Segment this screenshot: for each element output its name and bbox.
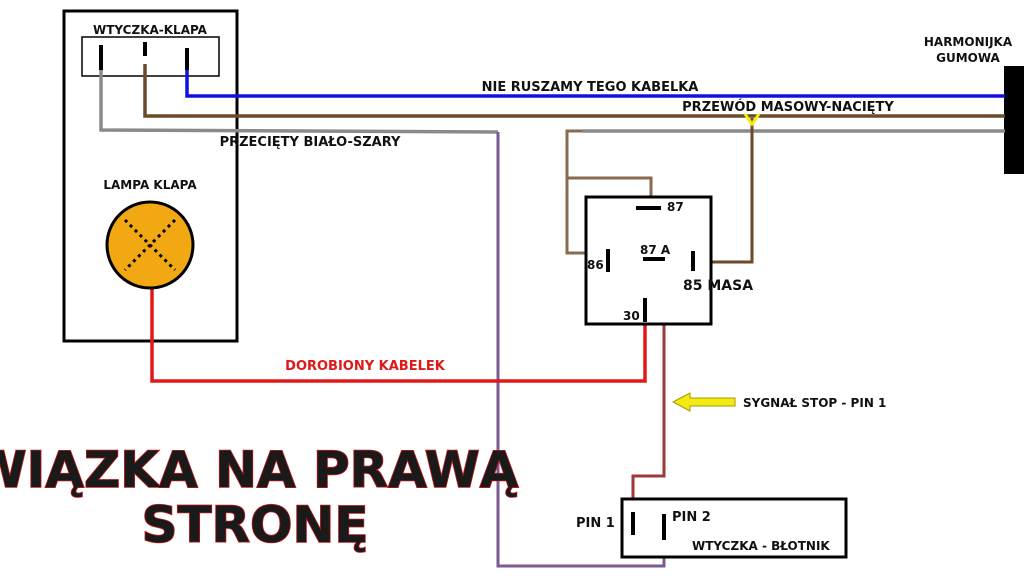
relay-30-label: 30: [623, 309, 640, 323]
title-line-2: STRONĘ: [141, 496, 368, 554]
wire-blue-label: NIE RUSZAMY TEGO KABELKA: [482, 80, 699, 95]
plug-fender-label: WTYCZKA - BŁOTNIK: [692, 539, 830, 553]
wire-85: [697, 118, 754, 264]
harmonica-label-1: HARMONIJKA: [924, 35, 1013, 49]
wire-ground-label: PRZEWÓD MASOWY-NACIĘTY: [682, 99, 894, 115]
cut-marker: [743, 113, 761, 127]
wire-gray-cut: [99, 62, 499, 134]
title-line-1: WIĄZKA NA PRAWĄ: [0, 441, 519, 499]
relay-87a-label: 87 A: [640, 243, 671, 257]
signal-arrow-icon: [671, 392, 736, 412]
harmonica-connector: [1004, 66, 1024, 174]
wire-cut-label: PRZECIĘTY BIAŁO-SZARY: [220, 135, 401, 150]
relay-87-label: 87: [667, 200, 684, 214]
plug-flap-label: WTYCZKA-KLAPA: [93, 23, 208, 37]
pin2-label: PIN 2: [672, 510, 711, 525]
wire-red: [150, 286, 647, 383]
pin1-label: PIN 1: [576, 516, 615, 531]
lamp-label: LAMPA KLAPA: [103, 178, 197, 192]
wire-blue: [185, 62, 1005, 98]
wire-86: [565, 129, 593, 255]
lamp-cross-2: [123, 218, 177, 272]
wire-ground: [143, 64, 1005, 118]
wire-added-label: DOROBIONY KABELEK: [285, 359, 446, 374]
fender-plug: [620, 497, 848, 559]
relay-85-label: 85 MASA: [683, 278, 753, 294]
relay-86-label: 86: [587, 258, 604, 272]
flap-plug: [81, 36, 220, 77]
harmonica-label-2: GUMOWA: [936, 51, 1000, 65]
wire-signal: [631, 323, 666, 512]
signal-label: SYGNAŁ STOP - PIN 1: [743, 396, 886, 410]
